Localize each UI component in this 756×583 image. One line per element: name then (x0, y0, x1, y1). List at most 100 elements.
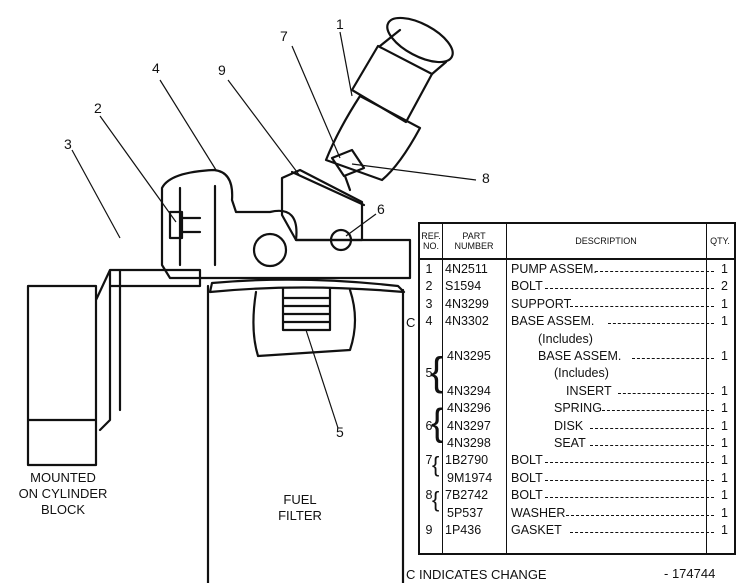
caption-mounted-line2: ON CYLINDER (18, 486, 108, 501)
dotted-leader (590, 427, 714, 429)
header-qty-text: QTY. (710, 236, 730, 246)
description-cell: DISK (554, 418, 584, 433)
ref-cell: 4 (425, 314, 433, 329)
qty-cell: 1 (721, 314, 728, 329)
table-row: (Includes) (420, 331, 734, 348)
filter-neck (252, 288, 357, 358)
dotted-leader (632, 358, 714, 359)
ref-cell: 8 (425, 488, 433, 503)
dotted-leader (570, 532, 714, 533)
description-cell: GASKET (511, 523, 562, 537)
dotted-leader (570, 305, 714, 307)
dotted-leader (602, 410, 714, 412)
dotted-leader (545, 462, 714, 464)
caption-fuel-line1: FUEL (283, 492, 317, 507)
callout-1: 1 (336, 16, 344, 32)
dotted-leader (566, 514, 714, 516)
base-web (178, 184, 217, 267)
description-cell: (Includes) (538, 331, 593, 346)
threaded-nipple (281, 286, 332, 332)
leader-3 (71, 149, 121, 239)
description-cell: BASE ASSEM. (511, 314, 595, 329)
caption-mounted-line1: MOUNTED (30, 470, 96, 485)
mount-bolt (168, 210, 202, 240)
part-number-cell: 4N3295 (447, 349, 491, 363)
dotted-leader (595, 271, 714, 272)
leader-7 (291, 45, 341, 159)
description-cell: INSERT (566, 383, 612, 398)
dotted-leader (545, 497, 714, 499)
part-number-cell: 7B2742 (445, 488, 489, 503)
part-number-cell: 4N3296 (447, 401, 491, 416)
pump-knob (386, 16, 454, 64)
leader-4 (159, 79, 217, 171)
header-ref-line1: REF. (421, 231, 441, 241)
description-cell: WASHER (511, 505, 566, 520)
ref-cell: 2 (425, 279, 433, 294)
description-cell: BOLT (511, 470, 543, 485)
ref-cell: 1 (425, 262, 433, 276)
qty-cell: 1 (721, 436, 728, 450)
description-cell: SPRING (554, 401, 602, 416)
part-number-cell: 4N3302 (445, 314, 489, 329)
qty-cell: 1 (721, 453, 728, 468)
pump-stem (378, 28, 448, 76)
gasket (290, 170, 366, 207)
qty-cell: 1 (721, 349, 728, 363)
callout-9: 9 (218, 62, 226, 78)
description-cell: BASE ASSEM. (538, 349, 622, 363)
part-number-cell: 1P436 (445, 523, 482, 537)
leader-8 (351, 163, 477, 181)
description-cell: SEAT (554, 436, 586, 450)
part-number-cell: 4N3299 (445, 296, 489, 311)
qty-cell: 1 (721, 488, 728, 503)
table-row: 5(Includes) (420, 365, 734, 382)
header-description: DESCRIPTION (506, 224, 706, 260)
change-note: C INDICATES CHANGE (406, 567, 547, 582)
qty-cell: 1 (721, 383, 728, 398)
qty-cell: 1 (721, 296, 728, 311)
callout-5: 5 (336, 424, 344, 440)
base-boss (252, 232, 288, 268)
brace-5: { (430, 350, 444, 394)
qty-cell: 1 (721, 418, 728, 433)
part-number-cell: S1594 (445, 279, 482, 294)
description-cell: BOLT (511, 453, 543, 468)
header-part-line1: PART (462, 231, 486, 241)
ref-cell: 6 (425, 418, 433, 433)
table-row: 4N3295 BASE ASSEM. 1 (420, 348, 734, 365)
header-ref-line2: NO. (422, 241, 439, 251)
header-ref: REF.NO. (420, 224, 442, 260)
description-cell: BOLT (511, 279, 543, 294)
col-divider-3 (706, 224, 707, 553)
table-row: 4 4N3302 BASE ASSEM. 1 (420, 313, 734, 330)
caption-fuel-line2: FILTER (278, 508, 322, 523)
col-divider-1 (442, 224, 443, 553)
part-number-cell: 9M1974 (447, 470, 493, 485)
part-number-cell: 5P537 (447, 505, 484, 520)
dotted-leader (545, 288, 714, 290)
fuel-filter-top (208, 278, 406, 294)
part-number-cell: 4N3298 (447, 436, 491, 450)
callout-3: 3 (64, 136, 72, 152)
change-marker: C (406, 315, 416, 330)
description-cell: SUPPORT (511, 296, 572, 311)
ref-cell: 5 (425, 366, 433, 381)
brace-7: { (432, 452, 440, 477)
leader-5 (305, 329, 339, 429)
col-divider-2 (506, 224, 507, 553)
ref-cell: 9 (425, 523, 433, 537)
header-description-text: DESCRIPTION (575, 236, 637, 246)
brace-8: { (432, 487, 440, 512)
description-cell: PUMP ASSEM. (511, 262, 597, 276)
dotted-leader (590, 445, 714, 446)
